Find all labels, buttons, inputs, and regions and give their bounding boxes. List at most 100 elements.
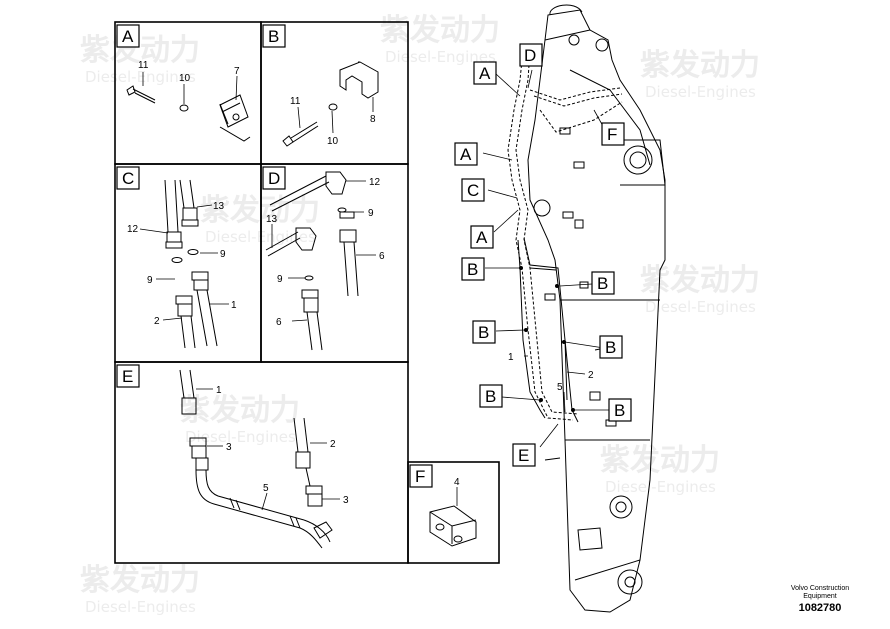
footer-part-code: 1082780 — [798, 602, 842, 614]
svg-text:F: F — [607, 125, 617, 144]
part-number: 6 — [276, 317, 282, 328]
panel-f-frame — [407, 461, 500, 564]
panel-b-tag-box — [262, 24, 286, 48]
part-number: 3 — [343, 495, 349, 506]
svg-text:B: B — [485, 387, 496, 406]
part-number: 11 — [290, 96, 301, 107]
watermark-cn: 紫发动力 — [640, 263, 760, 298]
panel-a-tag-box — [116, 24, 140, 48]
svg-text:D: D — [524, 46, 536, 65]
panel-c: C — [114, 163, 262, 363]
callout-a-top: A — [473, 61, 497, 85]
svg-text:B: B — [605, 338, 616, 357]
footer-brand: Volvo Construction Equipment — [760, 585, 880, 601]
hose-routing — [507, 49, 623, 421]
part-number: 4 — [454, 477, 460, 488]
panel-c-tag-box — [116, 166, 140, 190]
watermark-en: Diesel-Engines — [645, 83, 756, 101]
callout-b: B — [479, 384, 503, 408]
panel-d-tag: D — [268, 169, 280, 188]
part-number: 2 — [588, 370, 594, 381]
callout-b: B — [472, 320, 496, 344]
watermark-en: Diesel-Engines — [645, 298, 756, 316]
svg-text:B: B — [478, 323, 489, 342]
watermark-cn: 紫发动力 — [180, 393, 300, 428]
panel-c-leaders — [139, 204, 229, 321]
svg-text:C: C — [467, 181, 479, 200]
watermark-en: Diesel-Engines — [185, 428, 296, 446]
panel-b-drawing — [282, 61, 379, 147]
part-number: 9 — [220, 249, 226, 260]
callout-b: B — [599, 335, 623, 359]
part-number: 2 — [330, 439, 336, 450]
part-number: 13 — [213, 201, 225, 212]
part-number: 12 — [369, 177, 381, 188]
callout-b: B — [591, 271, 615, 295]
panel-f-drawing — [429, 505, 477, 547]
watermark-cn: 紫发动力 — [600, 443, 720, 478]
callout-a-mid: A — [454, 142, 478, 166]
watermark-cn: 紫发动力 — [80, 33, 200, 68]
panel-e-leaders — [196, 388, 340, 511]
footer-brand-line2: Equipment — [803, 593, 837, 600]
part-number: 5 — [263, 483, 269, 494]
callout-b: B — [608, 398, 632, 422]
watermark-en: Diesel-Engines — [85, 598, 196, 616]
part-number: 1 — [508, 352, 514, 363]
watermark-en: Diesel-Engines — [605, 478, 716, 496]
panel-e-drawing — [179, 369, 333, 549]
part-number: 9 — [368, 208, 374, 219]
svg-text:B: B — [597, 274, 608, 293]
watermark-cn: 紫发动力 — [200, 193, 320, 228]
part-number: 7 — [234, 66, 240, 77]
panel-b-leaders — [297, 97, 374, 134]
panel-b-tag: B — [268, 27, 279, 46]
panel-a-tag: A — [122, 27, 134, 46]
svg-text:A: A — [460, 145, 472, 164]
panel-a-leaders — [142, 72, 238, 104]
svg-text:E: E — [518, 446, 529, 465]
part-number: 2 — [154, 316, 160, 327]
panel-e-tag-box — [116, 364, 140, 388]
clamp-markers — [519, 266, 575, 412]
callout-c: C — [461, 178, 485, 202]
panel-c-tag: C — [122, 169, 134, 188]
panel-e-tag: E — [122, 367, 133, 386]
panel-d-leaders — [271, 180, 376, 322]
watermark-en: Diesel-Engines — [385, 48, 496, 66]
part-number: 10 — [327, 136, 339, 147]
callout-d: D — [519, 43, 543, 67]
watermark: 紫发动力 Diesel-Engines 紫发动力 Diesel-Engines … — [80, 13, 760, 616]
callout-a-low: A — [470, 225, 494, 249]
footer-brand-line1: Volvo Construction — [790, 585, 850, 592]
part-number: 1 — [231, 300, 237, 311]
part-number: 5 — [557, 382, 563, 393]
part-number: 13 — [266, 214, 278, 225]
panel-d-drawing — [265, 171, 359, 351]
callout-e: E — [512, 443, 536, 467]
panel-f: F 4 — [407, 461, 500, 564]
part-number: 6 — [379, 251, 385, 262]
panel-f-tag-box — [409, 464, 433, 488]
watermark-en: Diesel-Engines — [85, 68, 196, 86]
part-number: 11 — [138, 60, 149, 71]
main-callouts: A D A F C A B B — [454, 43, 632, 467]
panel-c-drawing — [164, 179, 218, 349]
svg-text:B: B — [467, 260, 478, 279]
part-number: 9 — [277, 274, 283, 285]
watermark-cn: 紫发动力 — [80, 563, 200, 598]
main-callout-leaders — [482, 69, 611, 448]
svg-text:A: A — [479, 64, 491, 83]
svg-text:B: B — [614, 401, 625, 420]
panel-d-tag-box — [262, 166, 286, 190]
callout-f: F — [601, 122, 625, 146]
part-number: 1 — [216, 385, 222, 396]
part-number: 10 — [179, 73, 191, 84]
svg-text:A: A — [476, 228, 488, 247]
callout-b: B — [461, 257, 485, 281]
panel-a-drawing — [126, 85, 251, 142]
part-number: 12 — [127, 224, 139, 235]
part-number: 8 — [370, 114, 376, 125]
part-number: 3 — [226, 442, 232, 453]
